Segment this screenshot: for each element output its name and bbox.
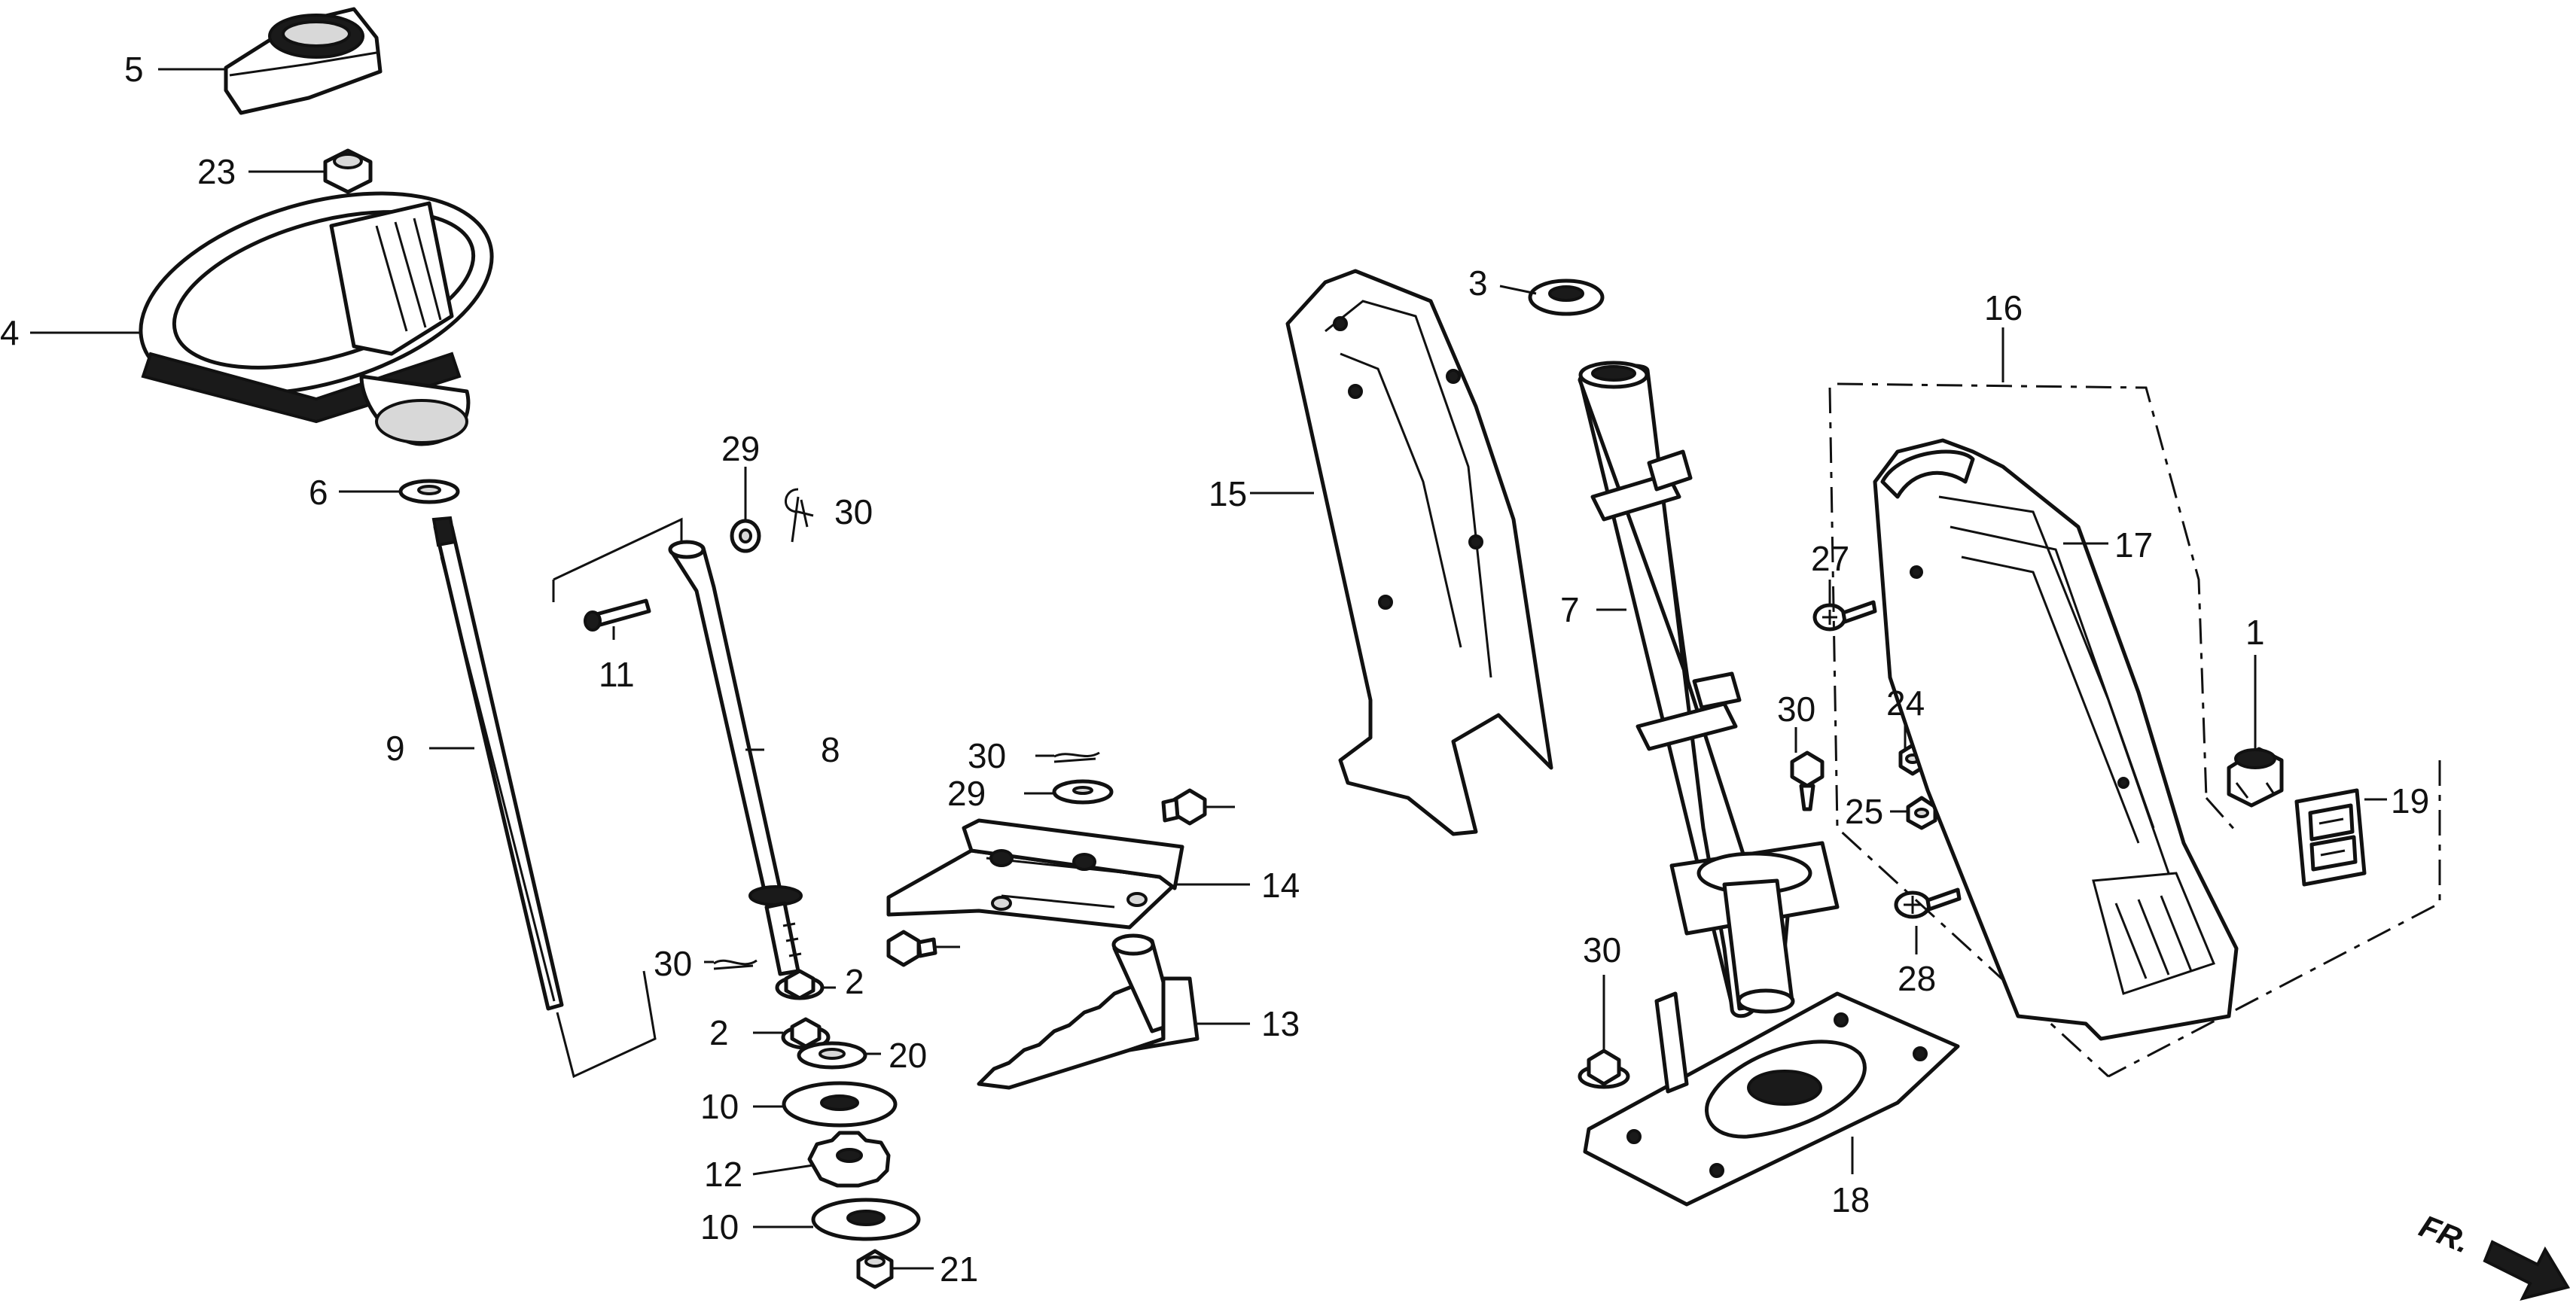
- callout-6: 7: [1560, 590, 1580, 629]
- flange-nut-icon: [781, 1017, 831, 1050]
- thrust-washer-icon: [797, 1041, 867, 1070]
- callout-21: 21: [940, 1250, 978, 1289]
- callout-20: 20: [889, 1036, 927, 1075]
- callout-10-upper: 10: [700, 1087, 739, 1126]
- callout-4: 4: [0, 313, 20, 352]
- cotter-pin-icon: [1053, 751, 1100, 763]
- rubber-grommet-icon: [1528, 279, 1605, 316]
- flange-nut-icon: [1578, 1049, 1630, 1089]
- callout-5: 5: [124, 50, 144, 89]
- direction-label: FR.: [2415, 1208, 2475, 1260]
- callout-7: 6: [309, 473, 328, 512]
- callout-17: 17: [2114, 525, 2153, 565]
- front-cover-icon: [1873, 438, 2239, 1041]
- callout-25: 29: [947, 774, 986, 813]
- switch-cover-icon: [2294, 788, 2367, 887]
- callout-19: 19: [2391, 781, 2429, 820]
- callout-22-upper: 24: [1886, 683, 1925, 723]
- rear-cover-icon: [1285, 269, 1553, 836]
- cotter-pin-icon: [713, 959, 758, 970]
- callout-9: 9: [386, 729, 405, 768]
- flange-bolt-icon: [1161, 788, 1207, 826]
- sector-gear-icon: [977, 933, 1200, 1090]
- callout-24-lower: 28: [1898, 959, 1936, 998]
- callout-3: 3: [1468, 263, 1488, 303]
- pin-icon: [584, 598, 651, 632]
- callout-26: 29: [721, 429, 760, 468]
- upper-shaft-icon: [431, 516, 564, 1011]
- callout-labels: 5 23 4 6 9 29 30 11 8 30 29 14 30 2 2 20…: [0, 50, 2475, 1289]
- steering-wheel-icon: [139, 191, 494, 446]
- washer-icon: [1052, 779, 1114, 805]
- callout-11: 11: [599, 655, 635, 694]
- base-plate-icon: [1583, 991, 1960, 1207]
- washer-icon: [398, 479, 460, 504]
- callout-27: 30: [1583, 930, 1621, 970]
- steering-cap-icon: [224, 7, 383, 115]
- callout-30-column: 30: [1777, 689, 1815, 729]
- callout-24-upper: 27: [1811, 539, 1849, 578]
- front-cover-assembly-outline: [1828, 382, 2441, 1078]
- callout-2-lower: 2: [709, 1013, 729, 1052]
- callout-1: 1: [2245, 613, 2265, 652]
- flange-bolt-icon: [1790, 750, 1825, 811]
- lower-shaft-icon: [668, 540, 803, 976]
- callout-12: 12: [704, 1155, 742, 1194]
- callout-18: 18: [1831, 1180, 1870, 1219]
- cotter-pin-icon: [785, 488, 814, 543]
- callout-22-lower: 25: [1845, 792, 1883, 831]
- callout-10-lower: 10: [700, 1207, 739, 1247]
- front-direction-arrow-icon: [2483, 1240, 2571, 1301]
- leader-lines: [30, 68, 2387, 1270]
- pinion-gear-icon: [807, 1131, 891, 1188]
- callout-23: 23: [197, 152, 236, 191]
- flange-nut-icon: [775, 969, 825, 1000]
- grommet-icon: [2227, 747, 2284, 808]
- callout-16: 16: [1984, 288, 2023, 327]
- bracket-icon: [886, 818, 1184, 930]
- plate-washer-icon: [782, 1081, 898, 1128]
- callout-8: 8: [821, 730, 840, 769]
- callout-29-upper: 30: [968, 736, 1006, 775]
- tapping-screw-icon: [1894, 887, 1962, 919]
- steering-column-icon: [1578, 361, 1840, 1018]
- washer-icon: [730, 519, 761, 553]
- nut-icon: [856, 1249, 894, 1289]
- callout-29-lower: 30: [654, 944, 692, 983]
- callout-14: 14: [1261, 866, 1300, 905]
- tapping-screw-icon: [1812, 600, 1877, 632]
- clip-nut-icon: [1906, 796, 1937, 830]
- callout-2-upper: 2: [845, 962, 864, 1001]
- flange-bolt-icon: [886, 930, 937, 967]
- callout-28: 30: [834, 492, 873, 531]
- callout-13: 13: [1261, 1004, 1300, 1043]
- plate-washer-icon: [811, 1198, 921, 1241]
- lock-nut-icon: [323, 148, 373, 194]
- callout-15: 15: [1209, 474, 1247, 513]
